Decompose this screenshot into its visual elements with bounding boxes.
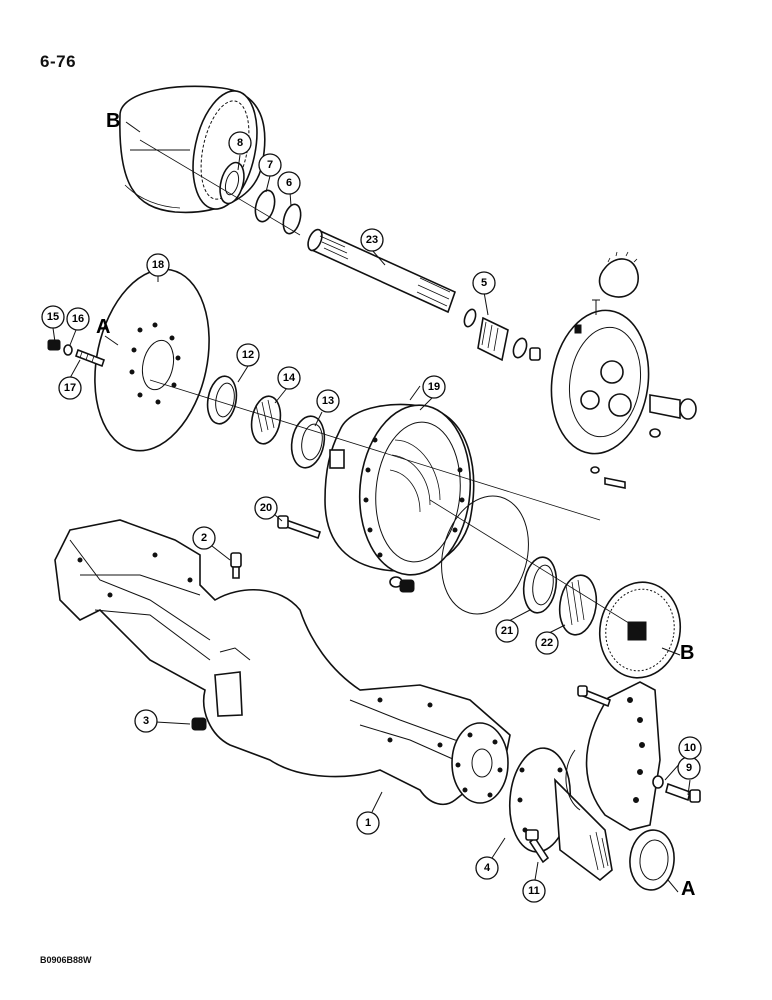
callout-9: 9 (677, 756, 701, 780)
svg-text:19: 19 (428, 381, 440, 393)
reference-letters: B A B A (96, 110, 695, 900)
bolt-20-drawing (277, 515, 322, 540)
svg-text:4: 4 (484, 862, 491, 874)
svg-text:17: 17 (64, 382, 76, 394)
callout-3: 3 (134, 709, 158, 733)
ref-letter-b-top: B (106, 110, 120, 132)
callout-15: 15 (41, 305, 65, 329)
bearing-cup-21-drawing (522, 556, 558, 614)
seal-drawing (629, 829, 675, 891)
breather-plug-drawing (230, 552, 242, 579)
svg-text:15: 15 (47, 311, 59, 323)
callout-6: 6 (277, 171, 301, 195)
part-6-drawing (282, 203, 302, 235)
bearing-cone-22-drawing (558, 574, 598, 636)
svg-text:1: 1 (365, 817, 371, 829)
callout-22: 22 (535, 631, 559, 655)
callout-20: 20 (254, 496, 278, 520)
svg-text:23: 23 (366, 234, 378, 246)
center-lines (139, 139, 641, 631)
svg-text:3: 3 (143, 715, 149, 727)
callout-14: 14 (277, 366, 301, 390)
axle-shaft-drawing (307, 228, 456, 314)
callout-11: 11 (522, 879, 546, 903)
ref-letter-a-left: A (96, 316, 110, 338)
callout-17: 17 (58, 376, 82, 400)
callout-8: 8 (228, 131, 252, 155)
svg-text:10: 10 (684, 742, 696, 754)
svg-text:22: 22 (541, 637, 553, 649)
svg-text:8: 8 (237, 137, 243, 149)
bolt-9-drawing (652, 775, 701, 803)
callout-19: 19 (422, 375, 446, 399)
figure-code: B0906B88W (40, 955, 92, 965)
part-5-drawing (463, 308, 541, 362)
callout-10: 10 (678, 736, 702, 760)
fill-plug-drawing (191, 717, 207, 731)
svg-text:9: 9 (686, 762, 692, 774)
callout-2: 2 (192, 526, 216, 550)
disc-drawing (94, 268, 210, 452)
part-8-drawing (219, 161, 245, 205)
svg-text:11: 11 (528, 885, 540, 897)
bearing-cup-12-drawing (206, 375, 238, 425)
bearing-cone-14-drawing (250, 395, 282, 445)
callouts: 1 2 3 4 5 6 7 8 9 10 11 12 13 14 15 16 1… (41, 131, 702, 903)
callout-4: 4 (475, 856, 499, 880)
callout-21: 21 (495, 619, 519, 643)
svg-text:6: 6 (286, 177, 292, 189)
svg-text:12: 12 (242, 349, 254, 361)
callout-7: 7 (258, 153, 282, 177)
stud-nut-drawing (47, 339, 106, 368)
svg-text:7: 7 (267, 159, 273, 171)
callout-16: 16 (66, 307, 90, 331)
bolt-11-drawing (525, 829, 550, 864)
planet-carrier-drawing (550, 251, 697, 489)
bearing-cup-13-drawing (290, 415, 326, 469)
large-snap-ring-drawing (441, 495, 529, 615)
svg-text:18: 18 (152, 259, 164, 271)
ref-letter-a-bottom: A (681, 878, 695, 900)
svg-text:21: 21 (501, 625, 513, 637)
bracket-top-bolt-drawing (577, 685, 611, 708)
spindle-drawing (508, 747, 613, 882)
wheel-hub-drawing (324, 403, 475, 576)
callout-23: 23 (360, 228, 384, 252)
callout-1: 1 (356, 811, 380, 835)
axle-housing-drawing (54, 519, 511, 806)
ref-letter-b-right: B (680, 642, 694, 664)
page-number: 6-76 (40, 52, 77, 71)
svg-text:13: 13 (322, 395, 334, 407)
svg-text:5: 5 (481, 277, 487, 289)
svg-text:16: 16 (72, 313, 84, 325)
svg-text:2: 2 (201, 532, 207, 544)
svg-text:20: 20 (260, 502, 272, 514)
hub-nuts-drawing (389, 576, 415, 593)
callout-13: 13 (316, 389, 340, 413)
callout-5: 5 (472, 271, 496, 295)
callout-12: 12 (236, 343, 260, 367)
callout-18: 18 (146, 253, 170, 277)
svg-text:14: 14 (283, 372, 296, 384)
part-7-drawing (254, 189, 276, 223)
